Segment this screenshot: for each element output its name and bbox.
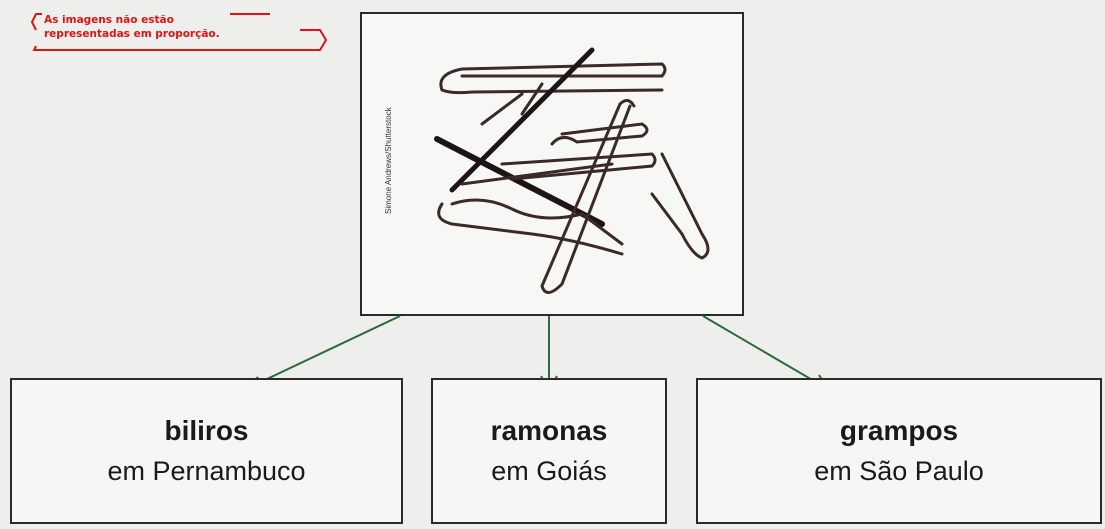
notice-bracket xyxy=(30,13,328,51)
region-box-goias: ramonas em Goiás xyxy=(431,378,667,524)
term-ramonas: ramonas xyxy=(490,415,608,446)
term-grampos: grampos xyxy=(839,415,959,446)
place-goias: em Goiás xyxy=(491,456,607,486)
scale-notice: As imagens não estão representadas em pr… xyxy=(30,10,330,60)
region-box-sao-paulo: grampos em São Paulo xyxy=(696,378,1102,524)
notice-line-1: As imagens não estão xyxy=(44,14,174,26)
arrow-to-biliros xyxy=(247,315,401,389)
notice-line-2: representadas em proporção. xyxy=(44,28,220,40)
hairpins-illustration xyxy=(434,47,710,294)
place-pernambuco: em Pernambuco xyxy=(107,456,306,486)
hairpins-photo: Simone Andrews/Shutterstock xyxy=(360,12,744,316)
region-box-pernambuco: biliros em Pernambuco xyxy=(10,378,403,524)
place-sao-paulo: em São Paulo xyxy=(814,456,984,486)
term-biliros: biliros xyxy=(164,415,249,446)
arrow-to-grampos xyxy=(702,315,827,389)
